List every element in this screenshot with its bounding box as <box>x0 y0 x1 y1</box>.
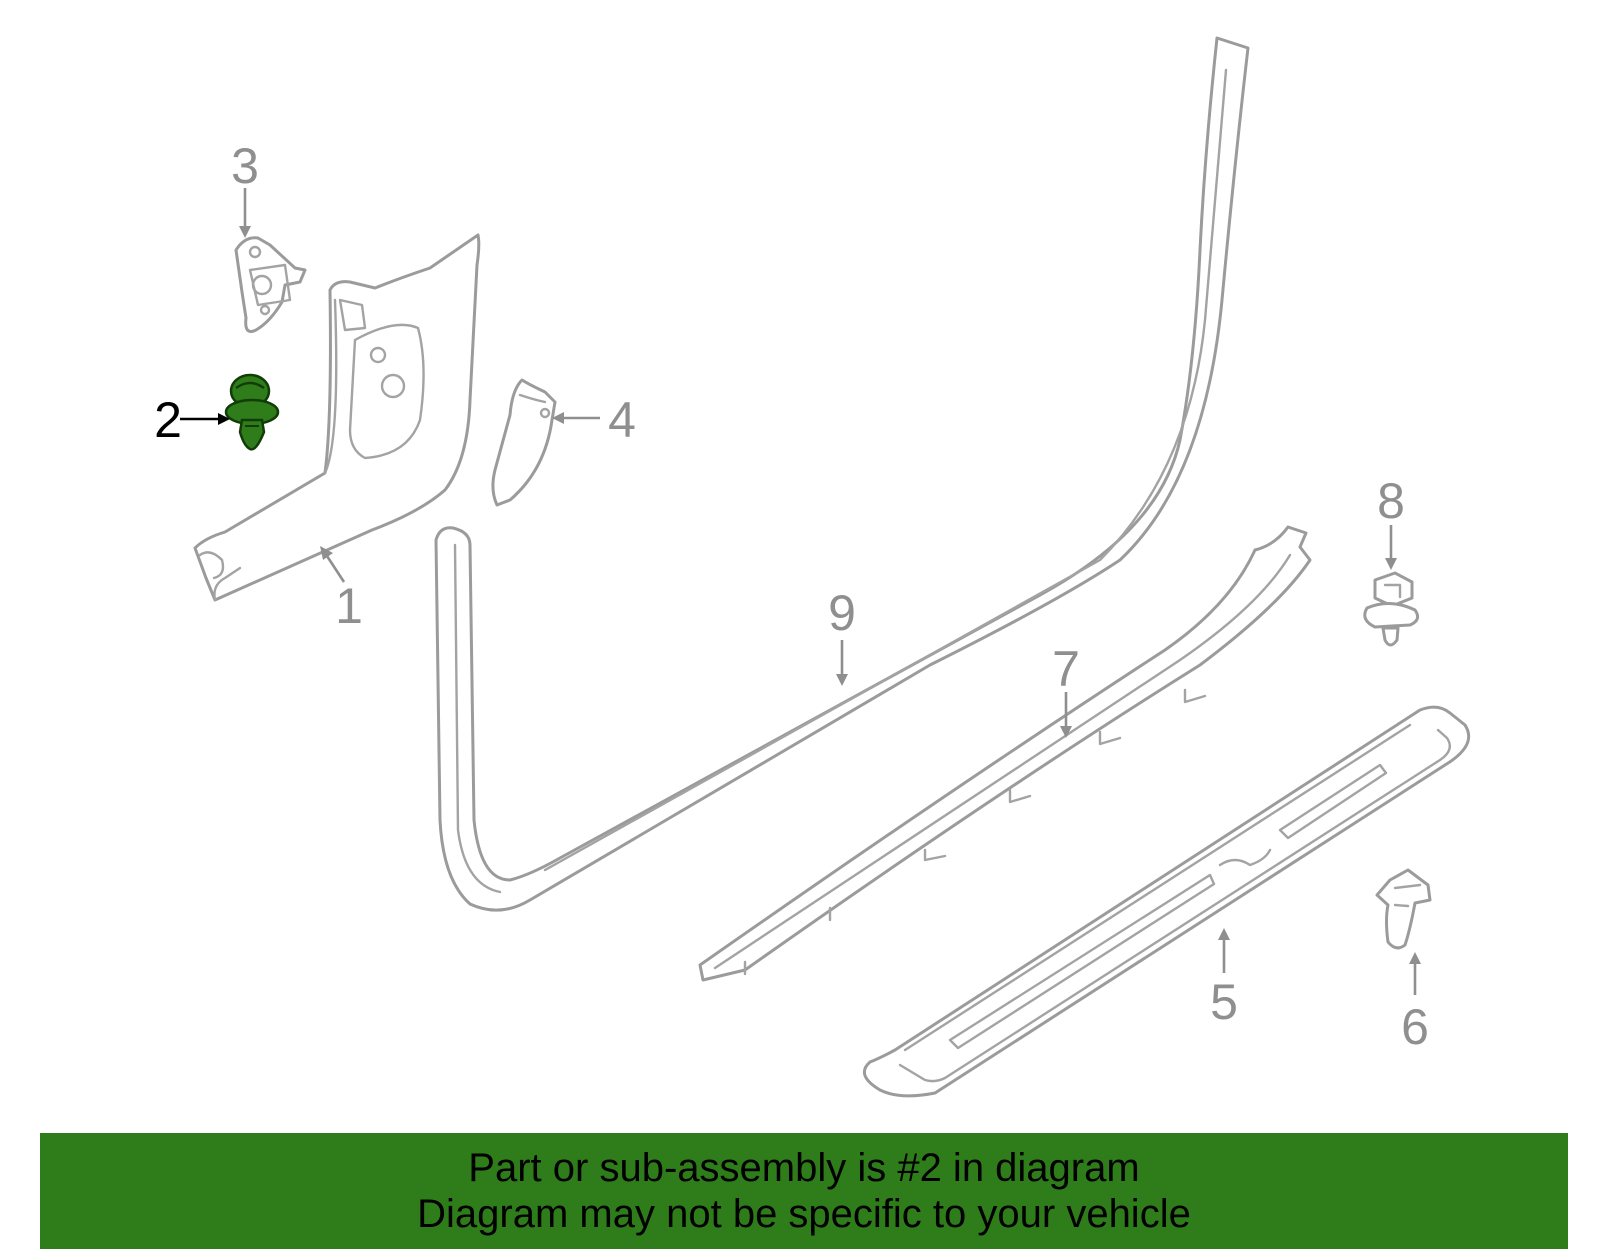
callout-8: 8 <box>1377 473 1405 529</box>
callout-5: 5 <box>1210 974 1238 1030</box>
part-7-sill-trim[interactable] <box>698 525 1312 982</box>
part-9-weatherstrip[interactable] <box>434 36 1250 912</box>
callout-1: 1 <box>335 578 363 634</box>
info-banner: Part or sub-assembly is #2 in diagram Di… <box>40 1133 1568 1249</box>
callout-4: 4 <box>608 392 636 448</box>
part-1-pillar-trim[interactable] <box>193 233 481 602</box>
part-4-trim-piece[interactable] <box>491 378 557 507</box>
callout-3: 3 <box>231 138 259 194</box>
part-2-fastener[interactable] <box>224 373 280 451</box>
banner-line-1: Part or sub-assembly is #2 in diagram <box>468 1146 1140 1190</box>
part-8-clip[interactable] <box>1363 571 1420 647</box>
callout-6: 6 <box>1401 999 1429 1055</box>
callout-7: 7 <box>1052 641 1080 697</box>
parts-diagram: 1 2 3 4 5 6 7 8 9 <box>154 36 1471 1098</box>
banner-line-2: Diagram may not be specific to your vehi… <box>417 1192 1191 1236</box>
part-3-bracket[interactable] <box>234 236 307 333</box>
part-5-scuff-plate[interactable] <box>862 705 1471 1098</box>
part-6-clip[interactable] <box>1375 868 1432 950</box>
callout-2: 2 <box>154 392 182 448</box>
callout-9: 9 <box>828 585 856 641</box>
callout-arrows <box>180 188 1421 995</box>
